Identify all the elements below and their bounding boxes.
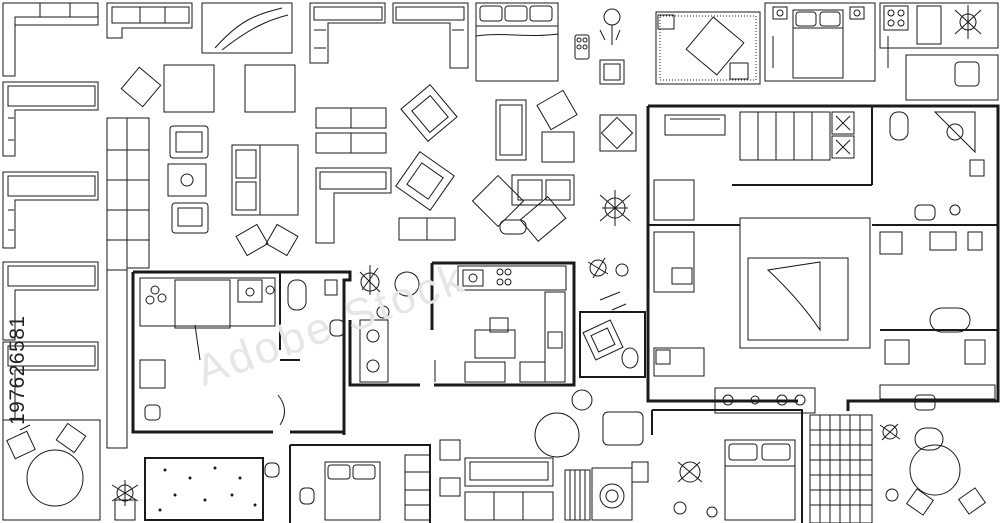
sofa-top-1 xyxy=(107,3,192,38)
stock-id-text: 197626581 xyxy=(6,315,29,425)
bedroom-bottom-left xyxy=(290,440,460,523)
terrace-seating xyxy=(880,424,985,515)
l-sofa-1 xyxy=(3,3,98,76)
l-sofa-3 xyxy=(3,172,98,248)
plant-bottom-left xyxy=(112,480,138,520)
l-sofa-4 xyxy=(3,262,98,340)
sofa-group-left xyxy=(3,3,100,520)
bottom-row-furniture xyxy=(112,390,985,523)
rug-top xyxy=(202,3,292,53)
l-sofa-top-3 xyxy=(393,3,468,68)
bed-top-1 xyxy=(476,3,558,81)
l-sofa-2 xyxy=(3,82,98,156)
apartment-b xyxy=(350,263,574,385)
l-sofa-top-2 xyxy=(310,3,385,63)
lounge-corner-room xyxy=(3,420,100,520)
rug-armchair-top xyxy=(656,12,760,84)
desk-chair-top xyxy=(575,9,624,84)
plants xyxy=(600,5,981,226)
toilet-bottom-center xyxy=(265,463,279,477)
sofa-bottom xyxy=(465,458,553,520)
stock-id-watermark: 197626581 xyxy=(2,275,32,425)
apartment-a xyxy=(133,272,350,435)
study-room xyxy=(580,258,645,377)
top-row-furniture xyxy=(107,3,998,100)
washer-piano-bottom xyxy=(565,462,648,520)
apartment-c xyxy=(648,106,998,413)
middle-cluster xyxy=(107,65,636,448)
dotted-rug-bottom xyxy=(145,458,263,520)
round-table-bottom xyxy=(535,390,592,457)
bedroom-bottom-right xyxy=(603,410,802,523)
bed-top-2 xyxy=(765,3,888,81)
corner-kitchenette-top xyxy=(880,3,998,100)
tiled-terrace xyxy=(810,415,872,523)
